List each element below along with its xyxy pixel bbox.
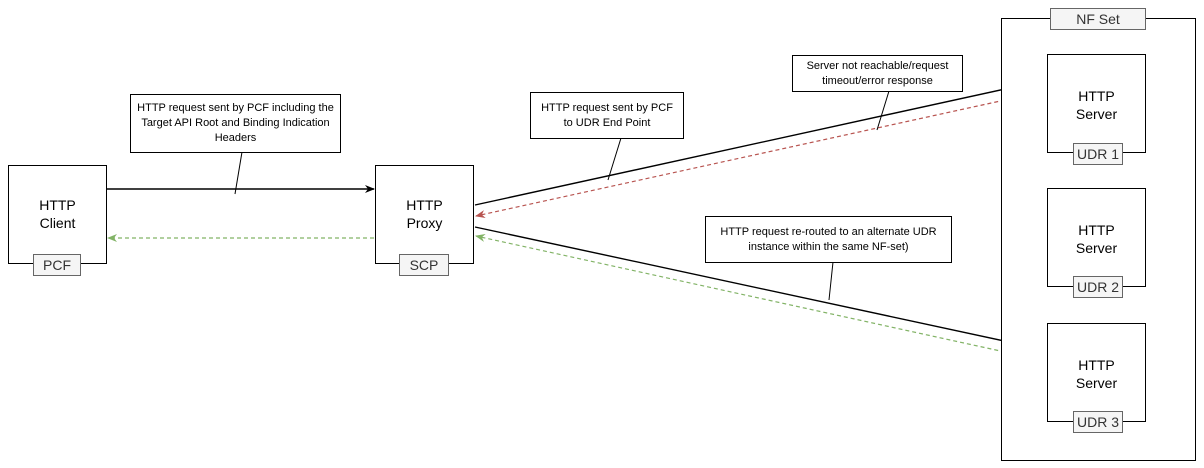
http-client-title-line2: Client xyxy=(39,215,76,231)
pcf-request-callout: HTTP request sent by PCF including the T… xyxy=(130,94,341,153)
rerouted-callout: HTTP request re-routed to an alternate U… xyxy=(705,216,952,263)
pcf-request-callout-pointer xyxy=(234,151,243,195)
http-proxy-title-line1: HTTP xyxy=(406,197,443,213)
nf-set-label: NF Set xyxy=(1050,8,1146,30)
pcf-to-udr-callout: HTTP request sent by PCF to UDR End Poin… xyxy=(530,92,684,139)
http-proxy-title-line2: Proxy xyxy=(406,215,443,231)
http-server-udr1-node[interactable]: HTTP Server xyxy=(1047,54,1146,153)
udr3-title-line1: HTTP xyxy=(1078,357,1115,373)
pcf-tag: PCF xyxy=(33,254,81,276)
server-unreachable-callout: Server not reachable/request timeout/err… xyxy=(792,55,963,92)
proxy-to-udr3-request-arrow xyxy=(474,226,1047,353)
udr1-to-proxy-error-arrow xyxy=(475,90,1047,218)
rerouted-callout-pointer xyxy=(826,261,834,301)
udr1-title-line2: Server xyxy=(1075,106,1118,122)
http-proxy-node[interactable]: HTTP Proxy xyxy=(375,165,474,264)
http-client-node[interactable]: HTTP Client xyxy=(8,165,107,264)
http-server-udr2-node[interactable]: HTTP Server xyxy=(1047,188,1146,287)
udr2-title-line2: Server xyxy=(1075,240,1118,256)
udr1-tag: UDR 1 xyxy=(1073,143,1123,165)
http-server-udr3-node[interactable]: HTTP Server xyxy=(1047,323,1146,422)
server-unreachable-callout-pointer xyxy=(876,90,890,131)
http-client-title-line1: HTTP xyxy=(39,197,76,213)
udr3-tag: UDR 3 xyxy=(1073,411,1123,433)
udr3-title-line2: Server xyxy=(1075,375,1118,391)
proxy-to-udr1-request-arrow xyxy=(474,78,1047,206)
udr2-tag: UDR 2 xyxy=(1073,276,1123,298)
scp-tag: SCP xyxy=(399,254,449,276)
udr3-to-proxy-response-arrow xyxy=(475,234,1047,362)
udr2-title-line1: HTTP xyxy=(1078,222,1115,238)
udr1-title-line1: HTTP xyxy=(1078,88,1115,104)
